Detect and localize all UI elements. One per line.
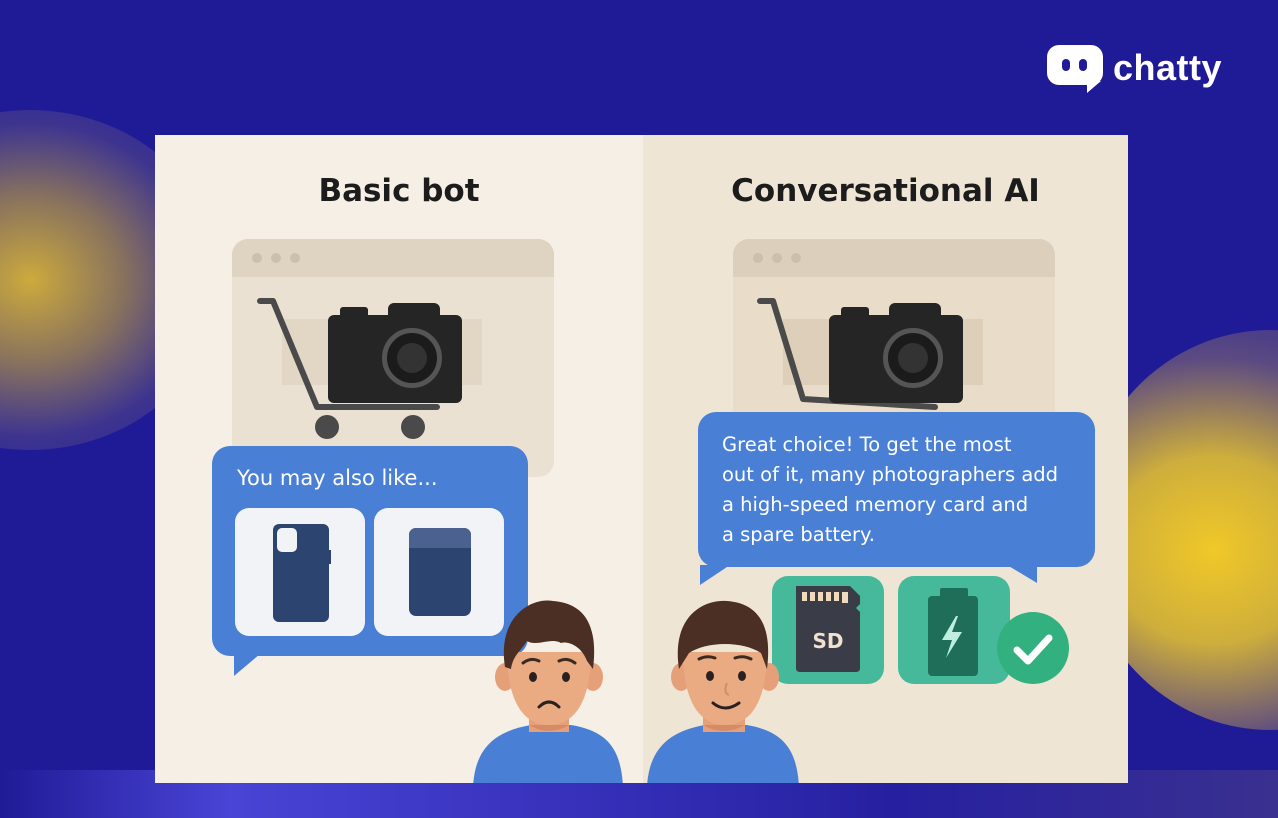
bot-message: You may also like... [237,466,438,490]
shopping-cart-icon [257,298,440,439]
comparison-card: Basic bot You may also like... [155,135,1128,783]
sd-label: SD [812,629,843,653]
sd-card-icon: SD [796,586,860,672]
happy-user-avatar [647,600,799,783]
chat-bubble: Great choice! To get the most out of it,… [698,412,1095,585]
basic-bot-panel: Basic bot You may also like... [155,135,643,783]
suggestion-card[interactable] [235,508,365,636]
panel-title: Basic bot [318,173,480,209]
wallet-card-icon [409,528,471,616]
sad-user-avatar [473,600,623,783]
shopping-cart-icon [757,298,938,410]
checkmark-icon [997,612,1069,684]
battery-icon [928,588,978,676]
phone-case-icon [273,524,331,622]
suggestion-card[interactable]: SD [772,576,884,684]
panel-title: Conversational AI [731,173,1040,209]
brand-name: chatty [1113,47,1223,88]
chat-bubble: You may also like... [212,446,528,676]
chat-bubble-logo-icon [1047,45,1103,93]
ai-message: Great choice! To get the most out of it,… [722,433,1059,546]
conversational-ai-panel: Conversational AI Great choice! To get t… [643,135,1128,783]
camera-icon [328,303,462,403]
brand-logo: chatty [1047,45,1223,93]
suggestion-card[interactable] [374,508,504,636]
camera-icon [829,303,963,403]
suggestion-card[interactable] [898,576,1010,684]
